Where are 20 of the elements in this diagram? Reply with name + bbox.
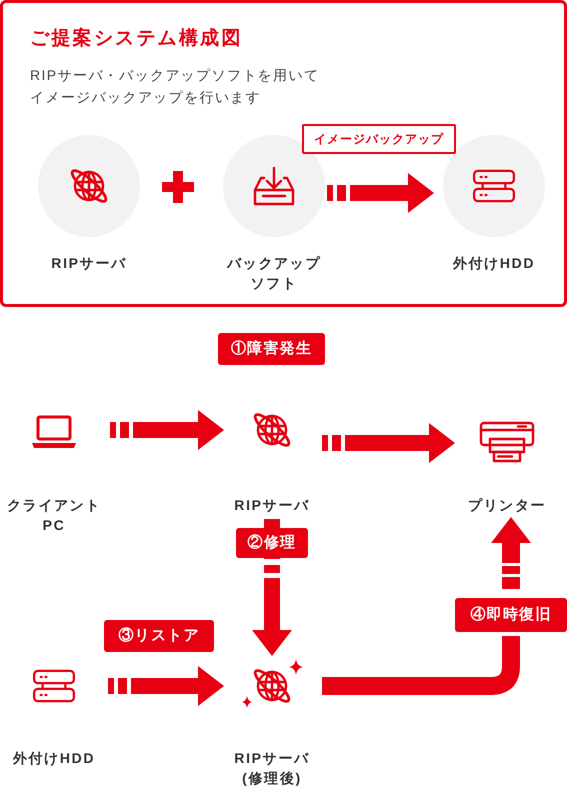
panel-title: ご提案システム構成図 (30, 26, 243, 51)
node-label: RIPサーバ(修理後) (233, 749, 311, 788)
node-label: クライアントPC (6, 496, 102, 535)
arrow (322, 423, 455, 463)
node-label: 外付けHDD (12, 749, 96, 768)
node-label: プリンター (466, 496, 548, 515)
node-label: RIPサーバ (233, 496, 311, 515)
panel-description: RIPサーバ・バックアップソフトを用いてイメージバックアップを行います (30, 66, 320, 107)
step-badge: ③リストア (104, 620, 214, 652)
edge-label: イメージバックアップ (302, 124, 456, 154)
arrow (252, 519, 292, 656)
edge-label: ②修理 (236, 528, 308, 558)
node-label: 外付けHDD (452, 254, 536, 273)
step-badge: ①障害発生 (218, 333, 325, 365)
step-badge: ④即時復旧 (455, 598, 567, 632)
node-label: RIPサーバ (50, 254, 128, 273)
arrow (110, 410, 224, 450)
arrow (327, 173, 434, 213)
node-label: バックアップソフト (226, 254, 322, 293)
arrow (108, 666, 224, 706)
